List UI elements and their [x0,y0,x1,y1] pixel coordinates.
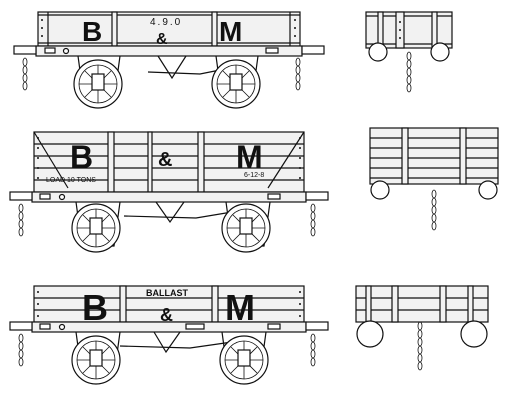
wagon-2-load-text: LOAD 10 TONS [46,177,96,184]
wagon-3-wheel-right [219,335,269,385]
wagon-3-letter-m: M [225,287,255,328]
wagon-1-solebar [35,45,303,57]
wagon-2-solebar [31,191,307,203]
wagon-2-letter-b: B [70,139,93,175]
wagon-2-letter-m: M [236,139,263,175]
wagon-3-body [33,285,305,323]
wagon-2-body [33,131,305,193]
wagon-3-letter-b: B [82,287,108,328]
wagon-2-side-view: B & M LOAD 10 TONS 6-12-8 [9,131,329,253]
wagon-3-buffer-right [305,321,329,331]
wagon-1-end-view [365,11,453,93]
wagon-1-letter-m: M [219,16,242,47]
wagon-1-number: 4.9.0 [150,17,182,28]
wagon-3-ampersand: & [160,305,173,325]
wagon-3-end-view [355,285,489,371]
wagon-1-wheel-left [73,59,123,109]
wagon-2-wheel-left [71,203,121,253]
wagon-1-letter-b: B [82,16,102,47]
wagon-1-side-view: B & M 4.9.0 [13,11,325,109]
wagon-2-end-view [369,127,499,231]
wagon-2-ampersand: & [158,149,172,171]
wagon-2-date-text: 6-12-8 [244,172,264,179]
wagon-1-wheel-right [211,59,261,109]
wagon-3-solebar [31,321,307,333]
wagon-2-buffer-right [305,191,329,201]
wagon-3-wheel-left [71,335,121,385]
wagon-1-buffer-right [301,45,325,55]
wagon-3-side-view: B BALLAST & M [9,285,329,385]
wagon-2-wheel-right [221,203,271,253]
wagon-3-buffer-left [9,321,33,331]
wagon-1-body [37,11,301,47]
wagon-1-buffer-left [13,45,37,55]
wagon-3-type-text: BALLAST [146,288,188,298]
wagon-1-ampersand: & [156,31,168,48]
wagon-2-buffer-left [9,191,33,201]
